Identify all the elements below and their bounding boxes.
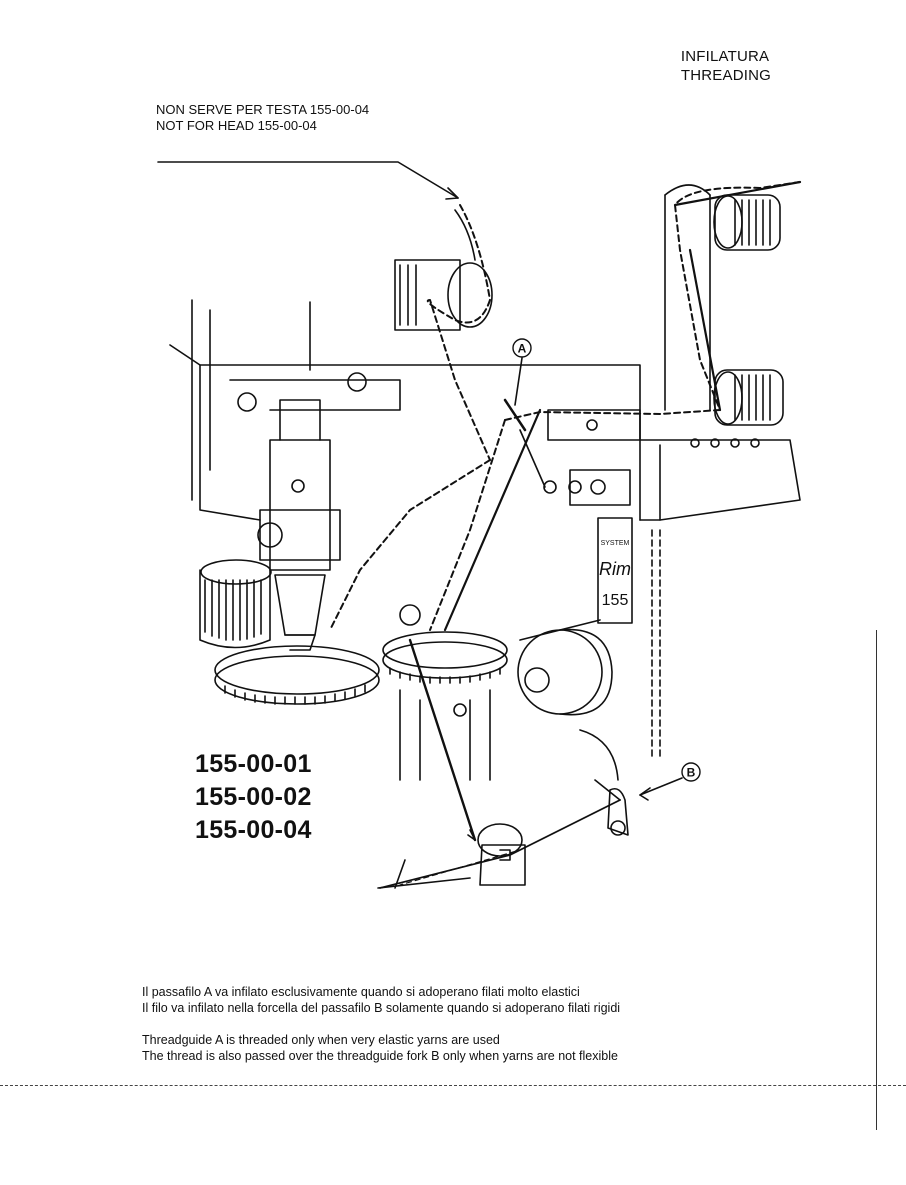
plate-system-label: SYSTEM — [601, 540, 630, 547]
model-list: 155-00-01 155-00-02 155-00-04 — [195, 748, 312, 847]
marker-a-label: A — [518, 342, 527, 356]
caption-line: The thread is also passed over the threa… — [142, 1049, 618, 1063]
head-note: NON SERVE PER TESTA 155-00-04 NOT FOR HE… — [156, 102, 369, 134]
caption-english: Threadguide A is threaded only when very… — [142, 1032, 618, 1064]
page-margin-rule — [876, 630, 877, 1130]
caption-line: Il passafilo A va infilato esclusivament… — [142, 985, 580, 999]
note-english: NOT FOR HEAD 155-00-04 — [156, 118, 317, 133]
plate-brand-label: Rim — [599, 559, 631, 579]
caption-line: Threadguide A is threaded only when very… — [142, 1033, 500, 1047]
marker-a-pointer — [514, 357, 523, 406]
upper-tension-knob — [714, 194, 781, 251]
tension-post — [664, 194, 711, 411]
system-plate — [597, 517, 633, 624]
left-knurled-wheel — [199, 569, 271, 649]
upper-spool-guide — [394, 259, 461, 331]
right-machine-panel — [639, 439, 801, 521]
page-divider — [0, 1085, 906, 1086]
marker-b-label: B — [687, 766, 696, 780]
machine-body-outline — [169, 344, 641, 521]
caption-line: Il filo va infilato nella forcella del p… — [142, 1001, 621, 1015]
threadguide-fork-b — [607, 787, 629, 836]
model-number: 155-00-04 — [195, 816, 312, 844]
model-number: 155-00-02 — [195, 783, 312, 811]
needle-bar-housing — [269, 439, 331, 571]
marker-b-circle — [681, 762, 701, 782]
note-pointer-line — [157, 161, 459, 199]
title-english: THREADING — [680, 67, 771, 84]
note-italian: NON SERVE PER TESTA 155-00-04 — [156, 102, 370, 117]
caption-italian: Il passafilo A va infilato esclusivament… — [142, 984, 620, 1016]
marker-a-circle — [512, 338, 532, 358]
lower-thread-guide — [479, 844, 526, 886]
center-gear-disk — [382, 631, 508, 669]
marker-b-pointer — [639, 777, 683, 796]
plate-number-label: 155 — [602, 592, 629, 609]
cam-housing — [517, 629, 603, 715]
title-italian: INFILATURA — [680, 48, 770, 65]
lower-tension-knob — [714, 369, 784, 426]
page-header: INFILATURA THREADING — [681, 47, 771, 85]
left-gear-disk — [214, 645, 380, 695]
model-number: 155-00-01 — [195, 750, 312, 778]
